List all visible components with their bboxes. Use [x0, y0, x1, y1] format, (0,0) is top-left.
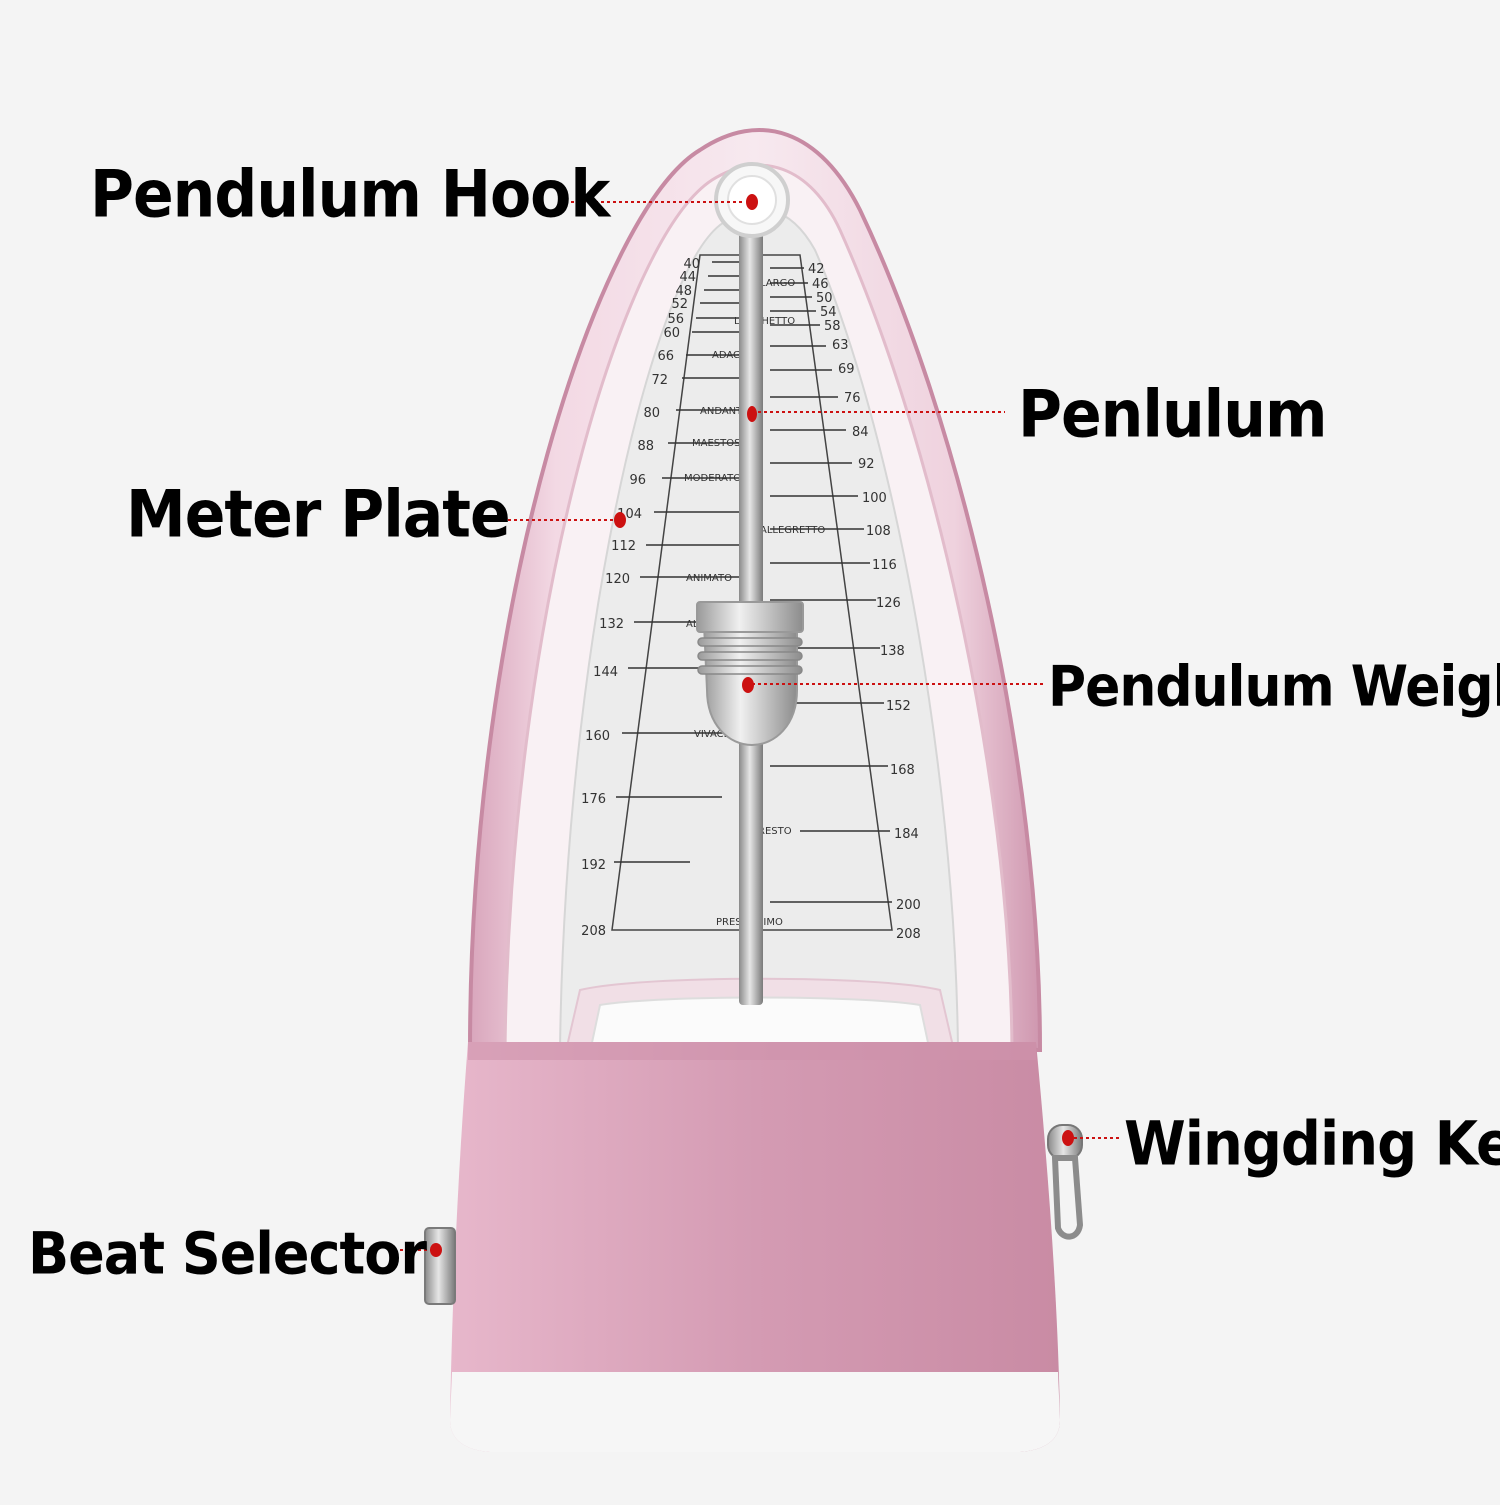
scale-number: 76	[844, 391, 861, 406]
scale-number: 40	[683, 257, 700, 272]
scale-number: 60	[663, 326, 680, 341]
callout-pendulum-weight: Pendulum Weight	[1048, 654, 1500, 720]
scale-number: 72	[651, 373, 668, 388]
scale-number: 58	[824, 319, 841, 334]
callout-beat-selector: Beat Selector	[28, 1219, 427, 1288]
scale-number: 84	[852, 425, 869, 440]
scale-right-numbers: 42 46 50 54 58 63 69 76 84 92 100 108 11…	[808, 262, 921, 942]
tempo-term: MAESTOSO	[692, 438, 748, 449]
tempo-term: PRESTO	[752, 826, 792, 837]
scale-number: 48	[675, 284, 692, 299]
scale-number: 63	[832, 338, 849, 353]
tempo-term: ANDANTE	[700, 406, 749, 417]
callout-meter-plate: Meter Plate	[126, 477, 511, 553]
scale-number: 96	[629, 473, 646, 488]
scale-number: 144	[593, 665, 618, 680]
tempo-term: LARGO	[760, 278, 795, 289]
callout-pendulum-hook: Pendulum Hook	[90, 157, 610, 233]
scale-number: 44	[679, 270, 696, 285]
scale-number: 192	[581, 858, 606, 873]
scale-left-numbers: 40 44 48 52 56 60 66 72 80 88 96 104 112…	[581, 257, 700, 939]
scale-number: 50	[816, 291, 833, 306]
marker-dot	[742, 677, 754, 693]
pendulum-weight	[696, 601, 804, 747]
scale-number: 168	[890, 763, 915, 778]
scale-number: 126	[876, 596, 901, 611]
scale-number: 200	[896, 898, 921, 913]
tempo-term: MODERATO	[684, 473, 741, 484]
scale-number: 108	[866, 524, 891, 539]
marker-dot	[1062, 1130, 1074, 1146]
callout-winding-key: Wingding Key	[1124, 1109, 1500, 1180]
scale-number: 52	[671, 297, 688, 312]
tempo-term: LARGHETTO	[734, 316, 795, 327]
scale-number: 176	[581, 792, 606, 807]
scale-number: 92	[858, 457, 875, 472]
scale-number: 138	[880, 644, 905, 659]
tempo-term: ADAGIO	[712, 350, 752, 361]
scale-number: 46	[812, 277, 829, 292]
metronome-base	[450, 1042, 1060, 1452]
scale-number: 88	[637, 439, 654, 454]
tempo-term: ANIMATO	[686, 573, 732, 584]
scale-number: 152	[886, 699, 911, 714]
callout-pendulum: Penlulum	[1018, 377, 1327, 453]
scale-number: 66	[657, 349, 674, 364]
scale-number: 80	[643, 406, 660, 421]
scale-number: 100	[862, 491, 887, 506]
scale-number: 42	[808, 262, 825, 277]
scale-number: 208	[581, 924, 606, 939]
scale-number: 116	[872, 558, 897, 573]
scale-number: 120	[605, 572, 630, 587]
beat-selector	[424, 1227, 456, 1305]
marker-dot	[747, 406, 757, 422]
marker-dot	[614, 512, 626, 528]
scale-number: 54	[820, 305, 837, 320]
scale-number: 112	[611, 539, 636, 554]
scale-number: 69	[838, 362, 855, 377]
marker-dot	[746, 194, 758, 210]
scale-number: 132	[599, 617, 624, 632]
scale-number: 160	[585, 729, 610, 744]
scale-number: 208	[896, 927, 921, 942]
marker-dot	[430, 1243, 442, 1257]
scale-number: 184	[894, 827, 919, 842]
tempo-term: VIVACE	[694, 729, 730, 740]
scale-number: 56	[667, 312, 684, 327]
tempo-term: ALLEGRETTO	[760, 525, 825, 536]
